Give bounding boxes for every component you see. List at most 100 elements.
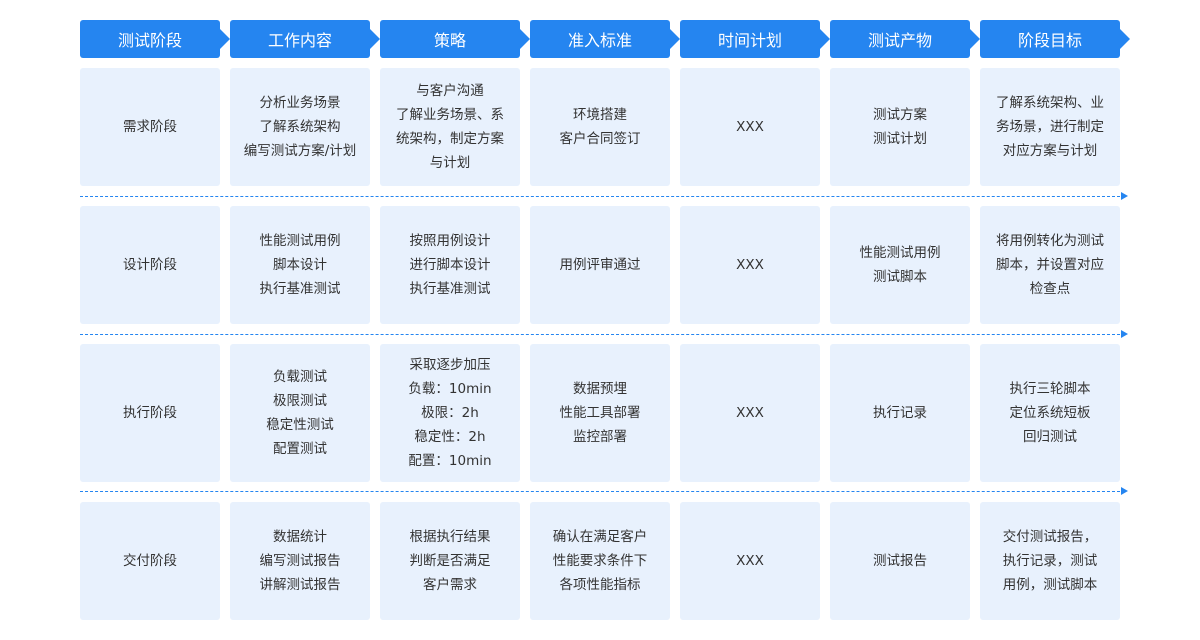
cell-line: 了解系统架构、业 [996,95,1104,111]
cell-line: 稳定性：2h [414,429,486,445]
cell-line: 分析业务场景 [259,95,341,111]
cell-goal: 将用例转化为测试脚本，并设置对应检查点 [980,206,1120,324]
cell-line: XXX [736,405,764,421]
cell-strategy: 采取逐步加压负载：10min 极限：2h 稳定性：2h 配置：10min [380,344,520,482]
cell-line: 环境搭建 [573,107,627,123]
cell-schedule: XXX [680,68,820,186]
cell-line: 性能要求条件下 [552,553,648,569]
header-schedule: 时间计划 [680,20,830,58]
cell-entry: 数据预埋性能工具部署监控部署 [530,344,670,482]
cell-line: 极限测试 [273,393,327,409]
header-stage: 测试阶段 [80,20,230,58]
cell-line: 测试报告 [873,553,927,569]
stage-row: 交付阶段数据统计编写测试报告讲解测试报告根据执行结果判断是否满足客户需求确认在满… [80,502,1130,620]
cell-line: 对应方案与计划 [1002,143,1098,159]
cell-line: 务场景，进行制定 [996,119,1104,135]
cell-line: 了解业务场景、系 [396,107,504,123]
cell-line: 了解系统架构 [259,119,341,135]
cell-strategy: 按照用例设计进行脚本设计执行基准测试 [380,206,520,324]
header-work: 工作内容 [230,20,380,58]
cell-line: 用例评审通过 [559,257,641,273]
cell-line: 与客户沟通 [416,83,484,99]
cell-line: 执行基准测试 [259,281,341,297]
cell-work: 性能测试用例脚本设计执行基准测试 [230,206,370,324]
cell-line: 与计划 [429,155,471,171]
cell-line: 脚本设计 [273,257,327,273]
header-goal: 阶段目标 [980,20,1130,58]
cell-line: 配置：10min [408,453,492,469]
cell-strategy: 与客户沟通了解业务场景、系统架构，制定方案与计划 [380,68,520,186]
cell-line: 执行记录 [873,405,927,421]
cell-strategy: 根据执行结果判断是否满足客户需求 [380,502,520,620]
cell-line: 性能测试用例 [259,233,341,249]
cell-output: 性能测试用例测试脚本 [830,206,970,324]
cell-goal: 执行三轮脚本定位系统短板回归测试 [980,344,1120,482]
cell-schedule: XXX [680,344,820,482]
cell-line: 数据统计 [273,529,327,545]
cell-line: 按照用例设计 [409,233,491,249]
header-output: 测试产物 [830,20,980,58]
cell-line: 稳定性测试 [266,417,334,433]
header-row: 测试阶段 工作内容 策略 准入标准 时间计划 测试产物 阶段目标 [80,20,1130,58]
stage-row: 执行阶段 负载测试极限测试稳定性测试配置测试 采取逐步加压负载：10min 极限：2h… [80,344,1130,482]
cell-line: 定位系统短板 [1009,405,1091,421]
cell-line: 讲解测试报告 [259,577,341,593]
cell-line: 执行记录，测试 [1002,553,1098,569]
cell-line: 统架构，制定方案 [396,131,504,147]
cell-line: 负载：10min [408,381,492,397]
cell-output: 测试方案测试计划 [830,68,970,186]
cell-line: 极限：2h [421,405,479,421]
header-strategy: 策略 [380,20,530,58]
cell-line: 用例，测试脚本 [1002,577,1098,593]
cell-line: 配置测试 [273,441,327,457]
row-separator-arrow [80,487,1128,495]
cell-work: 分析业务场景了解系统架构编写测试方案/计划 [230,68,370,186]
row-separator-arrow [80,192,1128,200]
stage-row: 设计阶段性能测试用例脚本设计执行基准测试按照用例设计进行脚本设计执行基准测试用例… [80,206,1130,324]
cell-line: 脚本，并设置对应 [996,257,1104,273]
cell-schedule: XXX [680,206,820,324]
row-separator-arrow [80,330,1128,338]
cell-entry: 环境搭建客户合同签订 [530,68,670,186]
cell-line: XXX [736,119,764,135]
cell-line: 测试计划 [873,131,927,147]
cell-goal: 了解系统架构、业务场景，进行制定对应方案与计划 [980,68,1120,186]
cell-line: 测试方案 [873,107,927,123]
cell-line: 监控部署 [573,429,627,445]
stage-row: 需求阶段分析业务场景了解系统架构编写测试方案/计划与客户沟通了解业务场景、系统架… [80,68,1130,186]
cell-output: 执行记录 [830,344,970,482]
cell-line: 执行阶段 [123,405,177,421]
cell-stage: 设计阶段 [80,206,220,324]
cell-line: 性能测试用例 [859,245,941,261]
cell-line: 采取逐步加压 [409,357,491,373]
cell-stage: 需求阶段 [80,68,220,186]
cell-work: 数据统计编写测试报告讲解测试报告 [230,502,370,620]
cell-schedule: XXX [680,502,820,620]
cell-line: 测试脚本 [873,269,927,285]
cell-line: 设计阶段 [123,257,177,273]
cell-line: 交付阶段 [123,553,177,569]
header-entry: 准入标准 [530,20,680,58]
cell-line: 回归测试 [1023,429,1077,445]
cell-line: 客户需求 [423,577,477,593]
cell-line: 各项性能指标 [559,577,641,593]
cell-line: 执行三轮脚本 [1009,381,1091,397]
cell-line: 负载测试 [273,369,327,385]
cell-line: 需求阶段 [123,119,177,135]
cell-line: 检查点 [1029,281,1071,297]
cell-line: 编写测试方案/计划 [243,143,357,159]
cell-line: 数据预埋 [573,381,627,397]
cell-line: 执行基准测试 [409,281,491,297]
cell-output: 测试报告 [830,502,970,620]
cell-line: 将用例转化为测试 [996,233,1104,249]
test-plan-diagram: 测试阶段 工作内容 策略 准入标准 时间计划 测试产物 阶段目标 [80,20,1130,58]
cell-line: 根据执行结果 [409,529,491,545]
cell-line: 判断是否满足 [409,553,491,569]
cell-goal: 交付测试报告，执行记录，测试用例，测试脚本 [980,502,1120,620]
cell-entry: 用例评审通过 [530,206,670,324]
cell-line: XXX [736,257,764,273]
cell-line: 编写测试报告 [259,553,341,569]
cell-stage: 执行阶段 [80,344,220,482]
cell-line: XXX [736,553,764,569]
cell-stage: 交付阶段 [80,502,220,620]
